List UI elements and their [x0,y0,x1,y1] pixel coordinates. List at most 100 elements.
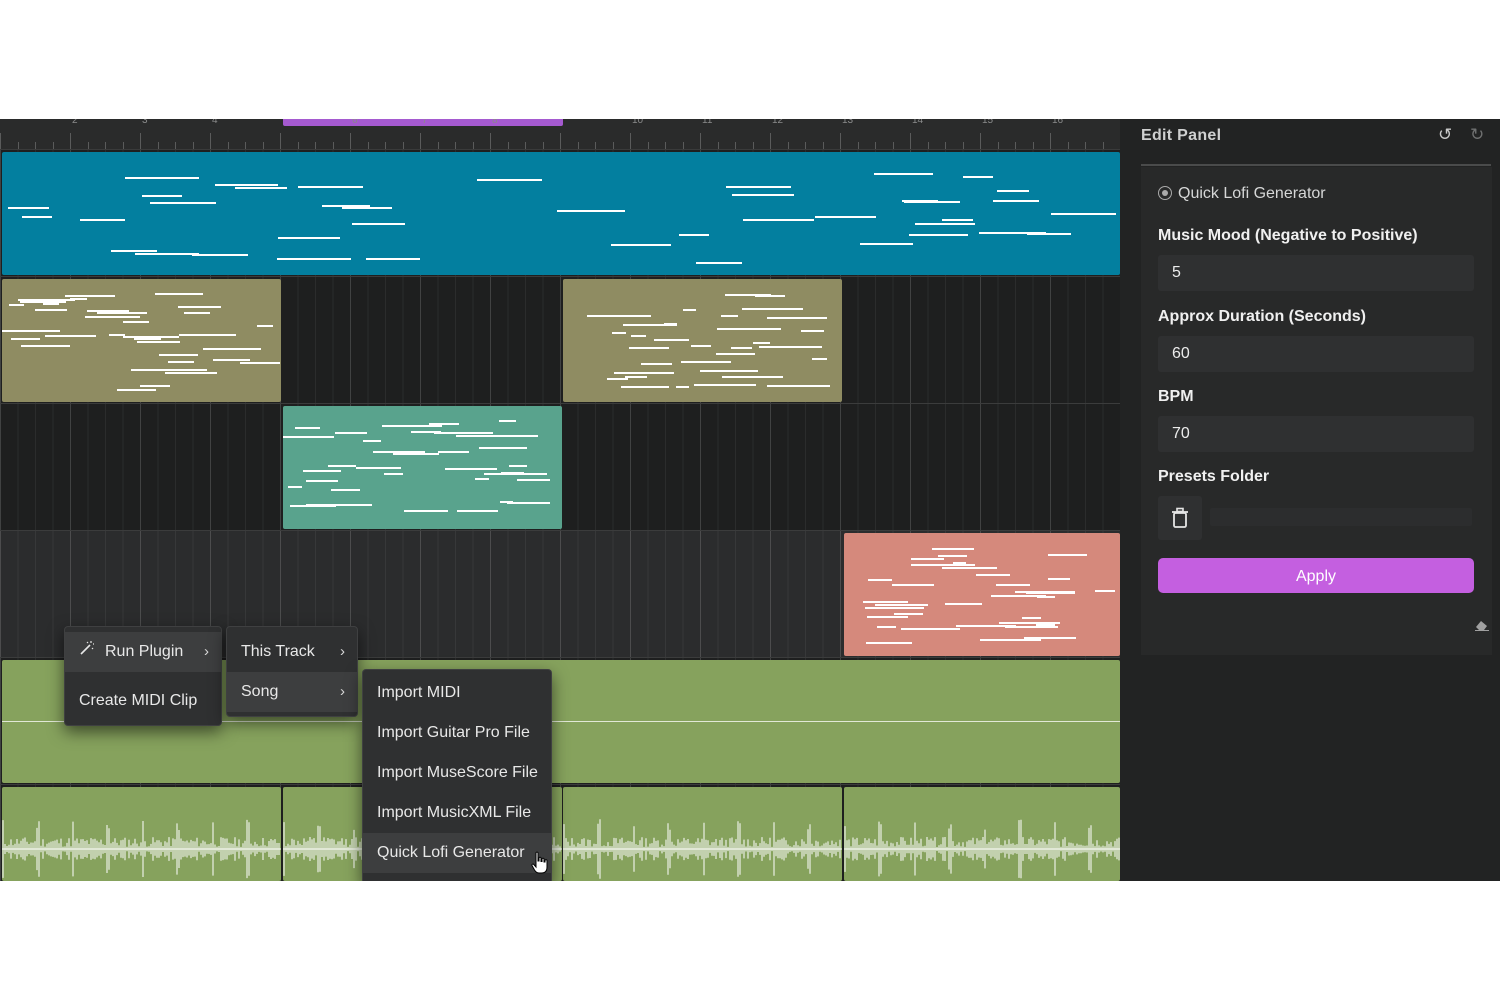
midi-note [501,472,524,474]
midi-note [681,361,731,363]
midi-note [507,502,550,504]
midi-note [743,219,814,221]
midi-note [283,436,334,438]
ruler-tick [157,142,159,149]
midi-note [621,386,669,388]
ruler-tick [787,142,789,149]
midi-note [456,435,502,437]
midi-note [488,435,538,437]
audio-clip[interactable] [563,787,842,881]
midi-note [484,473,547,475]
midi-note [629,347,669,349]
waveform [563,819,842,879]
ruler-tick [735,142,736,149]
ruler-tick [402,142,404,149]
menu-item-label: Import MusicXML File [377,804,532,821]
duration-input[interactable] [1158,336,1474,372]
midi-clip-salmon[interactable] [844,533,1120,656]
midi-note [298,186,363,188]
midi-note [97,312,147,314]
midi-note [1024,637,1076,639]
midi-note [759,346,822,348]
midi-clip-olive[interactable] [2,279,281,402]
ruler-tick [542,142,544,149]
midi-note [65,295,115,297]
ruler-bar-number: 7 [422,119,428,126]
undo-icon[interactable]: ↺ [1438,125,1453,144]
midi-note [753,342,770,344]
midi-note [131,369,191,371]
menu-item-create-midi-clip[interactable]: Create MIDI Clip [65,681,221,721]
ruler-tick [122,142,124,149]
menu-item-import-musicxml[interactable]: Import MusicXML File [363,793,551,833]
menu-item-import-musescore[interactable]: Import MuseScore File [363,753,551,793]
midi-note [991,595,1046,597]
loop-region[interactable] [283,119,563,126]
ruler-tick [980,133,981,149]
midi-note [874,173,933,175]
midi-note [479,447,527,449]
ruler-bar-number: 6 [352,119,358,126]
audio-clip[interactable] [2,787,281,881]
midi-note [631,335,646,337]
midi-note [85,316,140,318]
midi-note [165,372,217,374]
eraser-icon[interactable] [1475,618,1489,634]
presets-folder-field[interactable] [1210,508,1472,526]
midi-note [70,298,87,300]
midi-note [142,195,182,197]
menu-item-run-plugin[interactable]: Run Plugin › [65,632,221,672]
menu-item-quick-lofi-generator[interactable]: Quick Lofi Generator [363,833,551,873]
menu-item-label: Run Plugin [105,643,184,660]
clip-center-line [2,721,1120,722]
ruler-tick [210,133,211,149]
menu-item-label: This Track [241,643,315,660]
panel-divider [1141,164,1491,166]
redo-icon[interactable]: ↻ [1470,125,1485,144]
menu-item-this-track[interactable]: This Track › [227,632,357,672]
midi-note [429,423,459,425]
waveform [2,819,281,879]
apply-button[interactable]: Apply [1158,558,1474,593]
menu-item-import-midi[interactable]: Import MIDI [363,673,551,713]
midi-clip-blue[interactable] [2,152,1120,275]
midi-clip-teal[interactable] [283,406,562,529]
midi-clip-olive[interactable] [563,279,842,402]
midi-note [915,223,975,225]
audio-clip[interactable] [844,787,1120,881]
plugin-name: Quick Lofi Generator [1178,185,1326,202]
midi-note [125,177,199,179]
ruler-bar-number: 4 [212,119,218,126]
midi-note [21,345,70,347]
ruler-tick [805,142,806,149]
bpm-input[interactable] [1158,416,1474,452]
midi-note [382,425,442,427]
ruler-tick [840,133,841,149]
ruler-tick [350,133,351,149]
midi-note [123,336,179,338]
midi-note [295,427,320,429]
clip-context-menu: Run Plugin › Create MIDI Clip [64,626,222,726]
midi-note [1037,596,1055,598]
midi-note [953,562,966,564]
ruler-tick [630,133,631,149]
midi-note [322,205,370,207]
menu-item-song[interactable]: Song › [227,672,357,712]
plugin-selector[interactable]: Quick Lofi Generator [1158,184,1326,203]
ruler-tick [857,142,859,149]
midi-note [475,478,489,480]
mood-input[interactable] [1158,255,1474,291]
ruler-bar-number: 16 [1052,119,1064,126]
midi-note [679,234,709,236]
midi-note [1048,554,1087,556]
midi-note [1027,233,1071,235]
menu-item-import-guitar-pro[interactable]: Import Guitar Pro File [363,713,551,753]
ruler-tick [52,142,54,149]
ruler-tick [315,142,316,149]
midi-note [717,328,781,330]
delete-preset-button[interactable] [1158,496,1202,540]
midi-note [1005,626,1058,628]
midi-note [911,564,975,566]
